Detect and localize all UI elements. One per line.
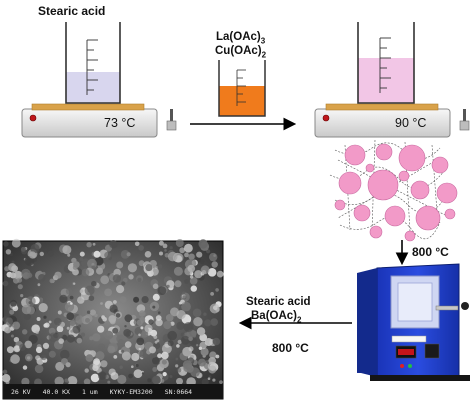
step5-reagent-line1: Stearic acid <box>246 296 311 308</box>
particle-network <box>329 139 458 242</box>
sem-grains <box>1 238 224 387</box>
beaker-1 <box>65 22 121 104</box>
beaker-1-liquid <box>66 72 120 103</box>
step2-reagent-line2: Cu(OAc)2 <box>215 45 267 60</box>
step3-temperature: 90 °C <box>395 116 427 130</box>
sem-info-bar <box>3 384 223 399</box>
step4-temperature: 800 °C <box>412 245 449 259</box>
handle-knob-icon <box>461 302 469 310</box>
muffle-furnace <box>357 263 470 381</box>
sem-info-text: 26 KV 40.0 KX 1 um KYKY-EM3200 SN:0664 <box>3 385 231 398</box>
beaker-2-liquid <box>219 86 265 116</box>
step5-temperature: 800 °C <box>272 341 309 355</box>
step2-reagent-line1: La(OAc)3 <box>216 31 266 46</box>
sem-voltage: 26 KV <box>11 387 31 396</box>
beaker-2 <box>218 60 266 117</box>
power-indicator-icon <box>29 114 37 122</box>
sem-instrument: KYKY-EM3200 <box>109 387 153 396</box>
step5-reagent-line2: Ba(OAc)2 <box>251 310 302 325</box>
beaker-3-liquid <box>358 58 414 103</box>
hotplate-1 <box>21 103 158 138</box>
sem-magnification: 40.0 KX <box>42 387 70 396</box>
hotplate-2 <box>314 103 451 138</box>
probe-1 <box>166 109 177 131</box>
probe-2 <box>459 109 470 131</box>
sem-serial: SN:0664 <box>164 387 193 396</box>
beaker-3 <box>357 22 415 104</box>
controller-icon <box>424 343 440 359</box>
step1-reagent-label: Stearic acid <box>38 4 106 18</box>
sem-scale: 1 um <box>81 387 98 396</box>
power-indicator-icon <box>322 114 330 122</box>
door-handle-icon <box>435 305 459 311</box>
step1-temperature: 73 °C <box>104 116 136 130</box>
sem-micrograph <box>1 238 224 400</box>
